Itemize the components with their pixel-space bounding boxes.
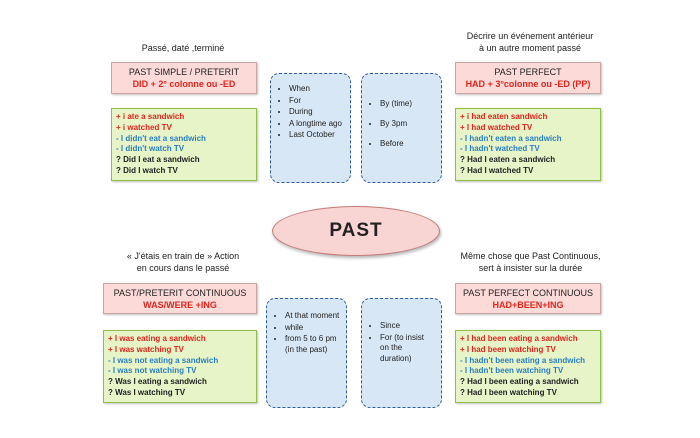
keyword-item: When xyxy=(289,84,344,95)
past-perfect-continuous-caption: Même chose que Past Continuous, sert à i… xyxy=(448,250,613,274)
list-item: + i had eaten sandwich xyxy=(460,112,548,121)
list-item: ? Had I been watching TV xyxy=(460,387,557,397)
past-simple-formula: DID + 2° colonne ou -ED xyxy=(132,79,236,89)
keyword-item: Last October xyxy=(289,130,344,141)
past-continuous-examples: + I was eating a sandwich + I was watchi… xyxy=(103,330,257,403)
past-perfect-continuous-examples: + I had been eating a sandwich + I had b… xyxy=(455,330,601,403)
past-perfect-caption-line1: Décrire un événement antérieur xyxy=(466,31,594,41)
past-perfect-continuous-formula: HAD+BEEN+ING xyxy=(492,300,564,310)
keyword-item: A longtime ago xyxy=(289,119,344,130)
keyword-item: Since xyxy=(380,321,435,332)
keywords-past-simple: When For During A longtime ago Last Octo… xyxy=(270,73,351,183)
list-item: ? Had I watched TV xyxy=(460,165,534,175)
past-simple-examples: + i ate a sandwich + i watched TV - I di… xyxy=(111,108,257,181)
past-continuous-caption-line2: en cours dans le passé xyxy=(136,263,230,273)
list-item: - I didn't watch TV xyxy=(116,144,185,154)
list-item: + I was watching TV xyxy=(108,344,184,354)
list-item: + I had watched TV xyxy=(460,122,533,132)
past-perfect-title: PAST PERFECT xyxy=(494,67,562,77)
keyword-item: By 3pm xyxy=(380,118,435,130)
past-simple-caption: Passé, daté ,terminé xyxy=(141,43,225,53)
list-item: + I had been eating a sandwich xyxy=(460,334,578,343)
keyword-item: For xyxy=(289,96,344,107)
past-perfect-continuous-caption-line2: sert à insister sur la durée xyxy=(478,263,583,273)
past-continuous-formula: WAS/WERE +ING xyxy=(143,300,217,310)
past-perfect-continuous-caption-line1: Même chose que Past Continuous, xyxy=(460,251,601,261)
past-simple-title: PAST SIMPLE / PRETERIT xyxy=(128,67,240,77)
list-item: - I was not eating a sandwich xyxy=(108,355,219,365)
list-item: - I hadn't watched TV xyxy=(460,144,540,154)
list-item: + I was eating a sandwich xyxy=(108,334,206,343)
keyword-item: from 5 to 6 pm (in the past) xyxy=(285,334,340,355)
list-item: + i watched TV xyxy=(116,122,172,132)
past-perfect-caption-line2: à un autre moment passé xyxy=(478,43,582,53)
list-item: ? Had I been eating a sandwich xyxy=(460,377,579,387)
list-item: - I hadn't been eating a sandwich xyxy=(460,355,586,365)
past-continuous-header: PAST/PRETERIT CONTINUOUS WAS/WERE +ING xyxy=(103,283,257,314)
keyword-item: while xyxy=(285,323,340,334)
past-center-title: PAST xyxy=(272,206,440,256)
list-item: + I had been watching TV xyxy=(460,344,556,354)
list-item: - I hadn't been watching TV xyxy=(460,366,564,376)
past-continuous-title: PAST/PRETERIT CONTINUOUS xyxy=(113,288,247,298)
list-item: - I hadn't eaten a sandwich xyxy=(460,133,562,143)
past-perfect-continuous-title: PAST PERFECT CONTINUOUS xyxy=(462,288,594,298)
list-item: ? Had I eaten a sandwich xyxy=(460,155,556,165)
past-continuous-caption: « J'étais en train de » Action en cours … xyxy=(103,250,263,274)
keyword-item: Before xyxy=(380,138,435,150)
past-perfect-examples: + i had eaten sandwich + I had watched T… xyxy=(455,108,601,181)
list-item: ? Did I watch TV xyxy=(116,165,178,175)
past-simple-header: PAST SIMPLE / PRETERIT DID + 2° colonne … xyxy=(111,62,257,94)
keyword-item: At that moment xyxy=(285,311,340,322)
list-item: - I was not watching TV xyxy=(108,366,197,376)
past-perfect-header: PAST PERFECT HAD + 3°colonne ou -ED (PP) xyxy=(455,62,601,94)
past-continuous-caption-line1: « J'étais en train de » Action xyxy=(126,251,240,261)
keywords-past-perfect-continuous: Since For (to insist on the duration) xyxy=(361,298,442,408)
list-item: - I didn't eat a sandwich xyxy=(116,133,206,143)
keyword-item: For (to insist on the duration) xyxy=(380,333,435,365)
keywords-past-continuous: At that moment while from 5 to 6 pm (in … xyxy=(266,298,347,408)
past-perfect-continuous-header: PAST PERFECT CONTINUOUS HAD+BEEN+ING xyxy=(455,283,601,314)
keywords-past-perfect: By (time) By 3pm Before xyxy=(361,73,442,183)
keyword-item: By (time) xyxy=(380,98,435,110)
keyword-item: During xyxy=(289,107,344,118)
past-perfect-formula: HAD + 3°colonne ou -ED (PP) xyxy=(465,79,591,89)
list-item: + i ate a sandwich xyxy=(116,112,185,121)
list-item: ? Was I eating a sandwich xyxy=(108,377,207,387)
past-perfect-caption: Décrire un événement antérieur à un autr… xyxy=(455,30,605,54)
list-item: ? Was I watching TV xyxy=(108,387,186,397)
list-item: ? Did I eat a sandwich xyxy=(116,155,200,165)
